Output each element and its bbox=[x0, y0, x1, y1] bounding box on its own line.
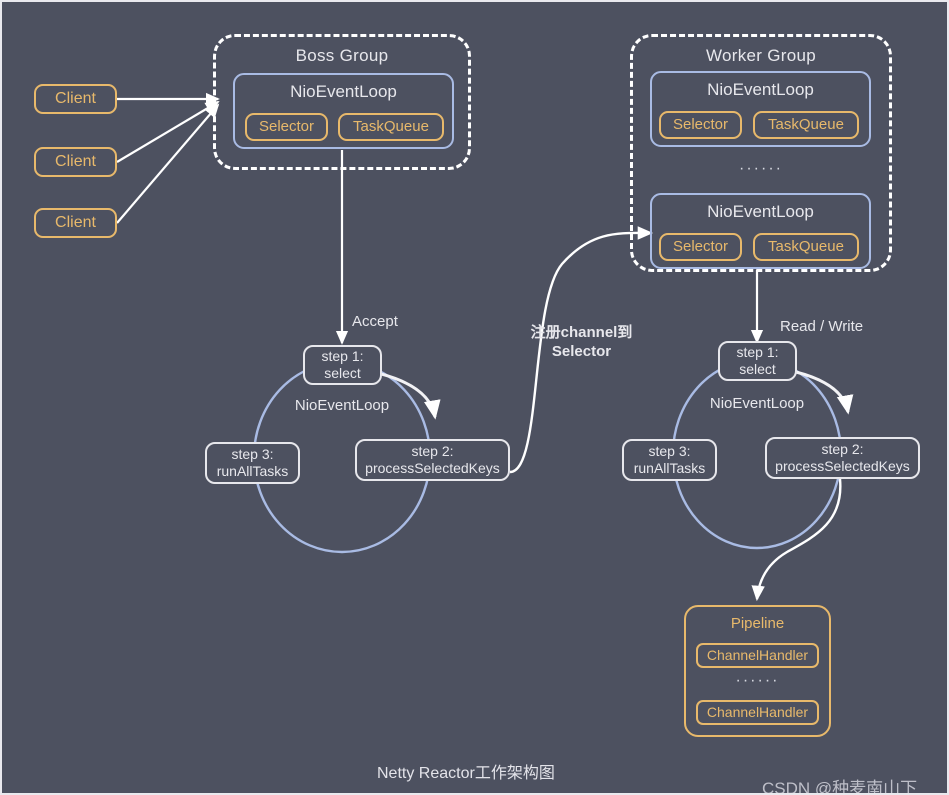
worker-nioeventloop-box-1[interactable] bbox=[650, 71, 871, 147]
boss-step3-line2: runAllTasks bbox=[216, 463, 289, 479]
register-channel-line1: 注册channel到 bbox=[530, 324, 633, 341]
boss-selector-box[interactable]: Selector bbox=[245, 113, 328, 141]
worker-step2-line2: processSelectedKeys bbox=[775, 458, 910, 474]
worker-nioeventloop-box-2[interactable] bbox=[650, 193, 871, 269]
client-box-1[interactable]: Client bbox=[34, 84, 117, 114]
register-channel-label: 注册channel到 Selector bbox=[514, 324, 649, 362]
worker-step3-line1: step 3: bbox=[648, 443, 691, 460]
client-box-2[interactable]: Client bbox=[34, 147, 117, 177]
worker-step3-line2: runAllTasks bbox=[633, 460, 706, 476]
client-box-3[interactable]: Client bbox=[34, 208, 117, 238]
diagram-caption: Netty Reactor工作架构图 bbox=[377, 765, 555, 782]
selector-label: Selector bbox=[672, 116, 729, 133]
register-channel-line2: Selector bbox=[551, 342, 612, 360]
pipeline-handler-box-2[interactable]: ChannelHandler bbox=[696, 700, 819, 725]
boss-cycle-center-label: NioEventLoop bbox=[294, 397, 390, 414]
boss-nioeventloop-box[interactable] bbox=[233, 73, 454, 149]
worker-step2-line1: step 2: bbox=[821, 441, 864, 458]
boss-step1-line2: select bbox=[324, 365, 361, 381]
worker-group-container bbox=[630, 34, 892, 272]
worker-step2-box[interactable]: step 2: processSelectedKeys bbox=[765, 437, 920, 479]
worker-group-title: Worker Group bbox=[705, 46, 817, 65]
client-label: Client bbox=[55, 90, 96, 108]
worker-step3-box[interactable]: step 3: runAllTasks bbox=[622, 439, 717, 481]
boss-step2-box[interactable]: step 2: processSelectedKeys bbox=[355, 439, 510, 481]
worker-nioeventloop-title-1: NioEventLoop bbox=[707, 80, 814, 99]
channelhandler-label: ChannelHandler bbox=[706, 704, 809, 721]
selector-label: Selector bbox=[672, 238, 729, 255]
taskqueue-label: TaskQueue bbox=[768, 116, 844, 133]
boss-step3-line1: step 3: bbox=[231, 446, 274, 463]
worker-nioeventloop-title-2: NioEventLoop bbox=[707, 202, 814, 221]
worker-step1-line2: select bbox=[739, 361, 776, 377]
worker-taskqueue-box-2[interactable]: TaskQueue bbox=[753, 233, 859, 261]
accept-edge-label: Accept bbox=[352, 313, 398, 330]
pipeline-connector bbox=[751, 478, 842, 602]
boss-step1-box[interactable]: step 1: select bbox=[303, 345, 382, 385]
worker-selector-box-2[interactable]: Selector bbox=[659, 233, 742, 261]
client-label: Client bbox=[55, 153, 96, 171]
taskqueue-label: TaskQueue bbox=[768, 238, 844, 255]
boss-nioeventloop-title: NioEventLoop bbox=[290, 82, 397, 101]
boss-step1-line1: step 1: bbox=[321, 348, 364, 365]
channelhandler-label: ChannelHandler bbox=[706, 647, 809, 664]
boss-group-title: Boss Group bbox=[295, 46, 389, 65]
pipeline-container[interactable] bbox=[684, 605, 831, 737]
taskqueue-label: TaskQueue bbox=[353, 118, 429, 135]
worker-cycle-center-label: NioEventLoop bbox=[709, 395, 805, 412]
pipeline-handler-box-1[interactable]: ChannelHandler bbox=[696, 643, 819, 668]
boss-step2-line1: step 2: bbox=[411, 443, 454, 460]
client-label: Client bbox=[55, 214, 96, 232]
pipeline-title: Pipeline bbox=[730, 615, 785, 632]
client-connectors bbox=[116, 92, 220, 224]
worker-selector-box-1[interactable]: Selector bbox=[659, 111, 742, 139]
boss-step3-box[interactable]: step 3: runAllTasks bbox=[205, 442, 300, 484]
worker-step1-line1: step 1: bbox=[736, 344, 779, 361]
boss-group-container bbox=[213, 34, 471, 170]
csdn-watermark: CSDN @种麦南山下 bbox=[762, 779, 918, 795]
boss-taskqueue-box[interactable]: TaskQueue bbox=[338, 113, 444, 141]
pipeline-ellipsis: ······ bbox=[735, 672, 780, 689]
readwrite-edge-label: Read / Write bbox=[780, 318, 864, 335]
worker-taskqueue-box-1[interactable]: TaskQueue bbox=[753, 111, 859, 139]
selector-label: Selector bbox=[258, 118, 315, 135]
boss-step2-line2: processSelectedKeys bbox=[365, 460, 500, 476]
worker-group-ellipsis: ······ bbox=[739, 160, 783, 177]
worker-step1-box[interactable]: step 1: select bbox=[718, 341, 797, 381]
